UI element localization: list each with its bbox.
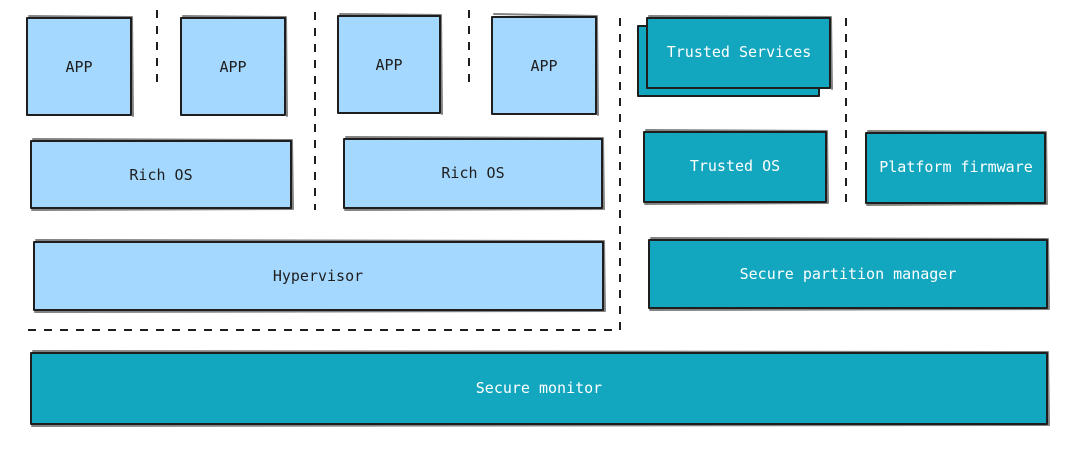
hypervisor-box[interactable]: Hypervisor [33,239,606,313]
app-box-4[interactable]: APP [491,13,599,116]
rich-os-box-1[interactable]: Rich OS [30,138,294,211]
separators [28,10,847,331]
secure-monitor-box[interactable]: Secure monitor [30,350,1050,427]
rich-os-label-1: Rich OS [129,166,192,184]
app-label-4: APP [530,57,557,75]
app-box-3[interactable]: APP [337,13,443,115]
trusted-services-label: Trusted Services [667,43,812,61]
platform-firmware-label: Platform firmware [879,158,1033,176]
app-label-2: APP [219,58,246,76]
spm-box[interactable]: Secure partition manager [648,237,1050,311]
trusted-os-label: Trusted OS [690,157,780,175]
app-label-3: APP [375,56,402,74]
app-label-1: APP [65,58,92,76]
spm-label: Secure partition manager [740,265,957,283]
trusted-services-box[interactable]: Trusted Services [637,15,833,97]
trusted-os-box[interactable]: Trusted OS [643,129,829,205]
rich-os-label-2: Rich OS [441,164,504,182]
normal-world-boundary [28,18,621,331]
app-box-1[interactable]: APP [26,15,134,117]
platform-firmware-box[interactable]: Platform firmware [865,130,1048,206]
app-box-2[interactable]: APP [180,15,288,117]
secure-monitor-label: Secure monitor [476,379,602,397]
hypervisor-label: Hypervisor [273,267,363,285]
rich-os-box-2[interactable]: Rich OS [343,136,605,211]
